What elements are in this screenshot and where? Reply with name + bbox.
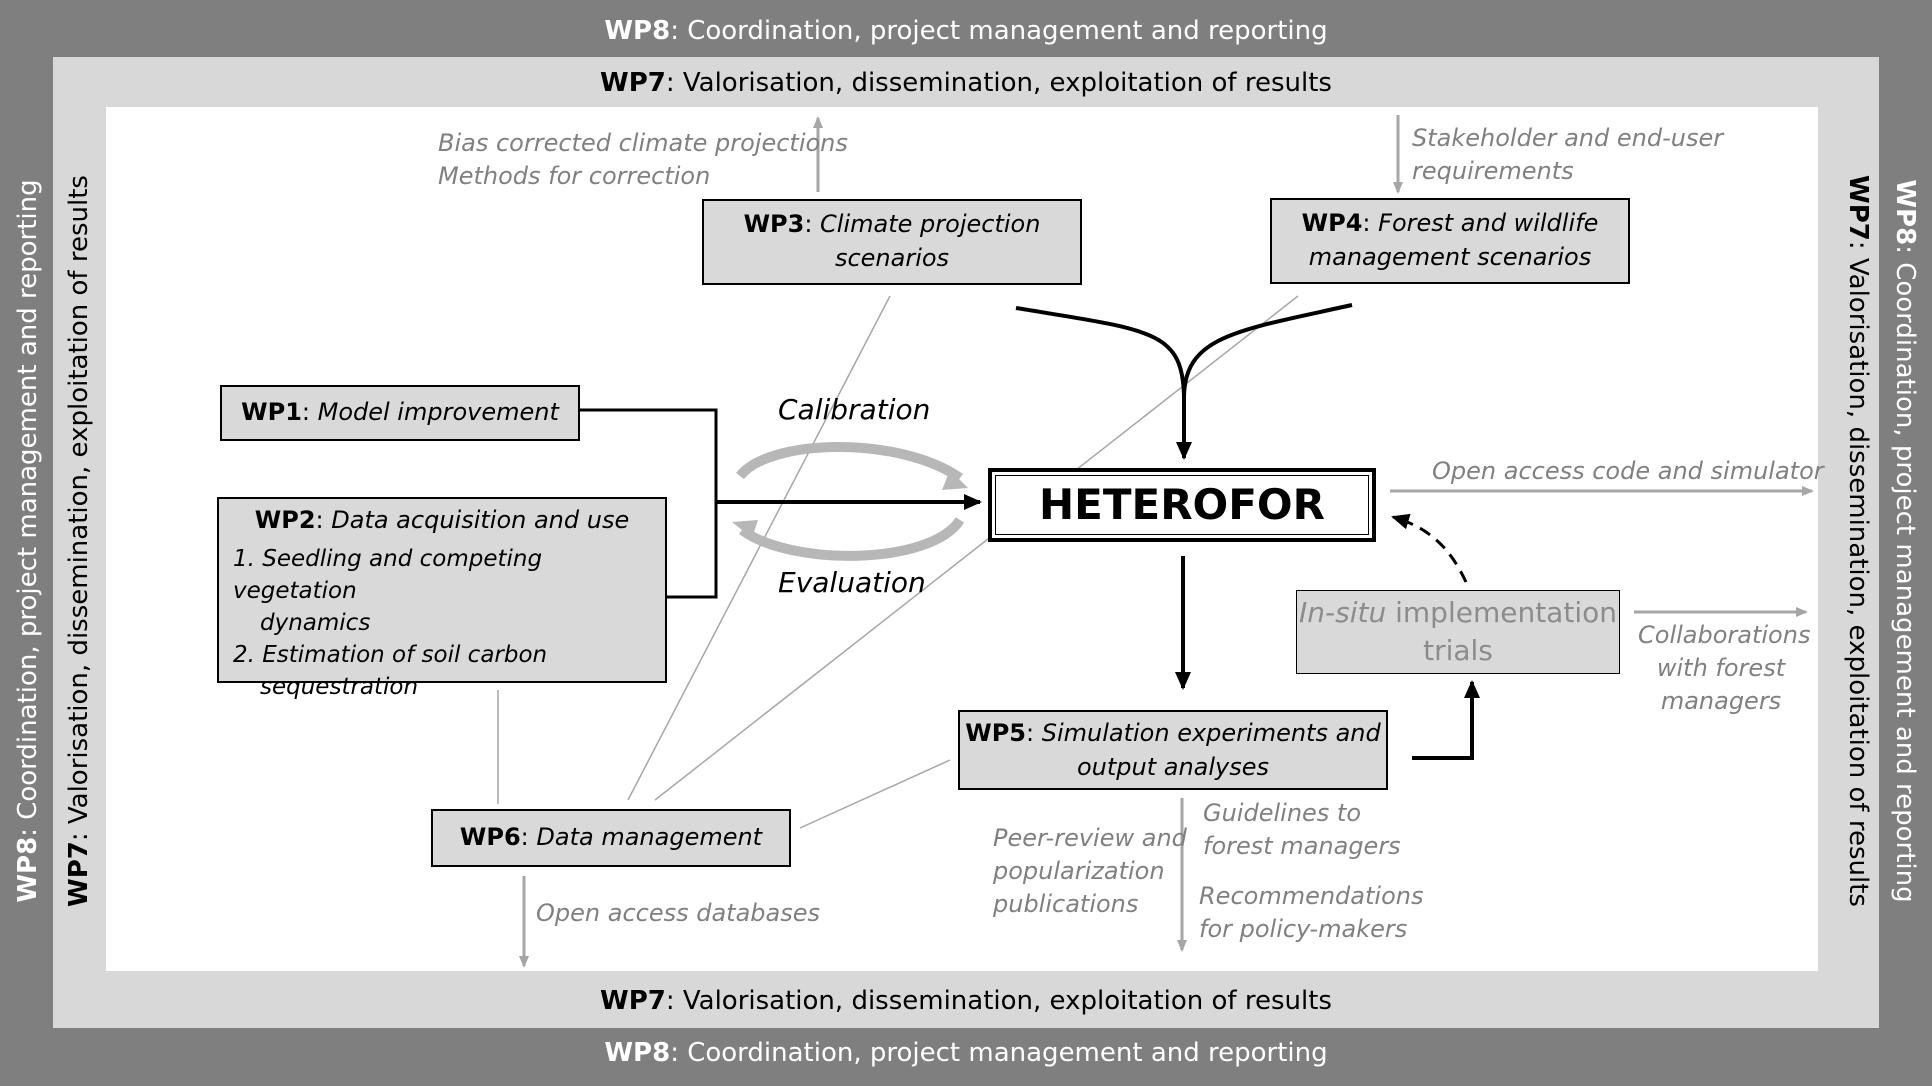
evaluation-arc (739, 516, 965, 561)
calibration-arrowhead (942, 470, 968, 490)
calibration-arc (736, 442, 963, 483)
wp3-box: WP3: Climate projection scenarios (702, 199, 1082, 285)
wp1-box: WP1: Model improvement (220, 385, 580, 441)
wp6-wp4-line (654, 295, 1299, 801)
wp6-box: WP6: Data management (431, 809, 791, 867)
wp1-connector (580, 408, 718, 502)
wp7-top-band: WP7: Valorisation, dissemination, exploi… (600, 68, 1332, 98)
evaluation-label: Evaluation (778, 566, 926, 599)
wp4-merge-curve (1182, 303, 1353, 396)
wp2-box: WP2: Data acquisition and use 1. Seedlin… (217, 497, 667, 700)
wp6-wp3-line (627, 295, 891, 801)
open-code-label: Open access code and simulator (1432, 457, 1824, 485)
evaluation-arrowhead (732, 520, 758, 538)
heterofor-title: HETEROFOR (1039, 480, 1325, 529)
insitu-box: In-situ implementation trials (1296, 590, 1620, 674)
wp3-merge-curve (1015, 306, 1186, 396)
wp8-bottom-band: WP8: Coordination, project management an… (604, 1038, 1328, 1068)
wp5-insitu-arrow (1412, 680, 1480, 760)
calibration-label: Calibration (778, 393, 931, 426)
wp5-box: WP5: Simulation experiments and output a… (958, 710, 1388, 790)
open-db-label: Open access databases (536, 899, 821, 927)
wp2-item-2: 2. Estimation of soil carbon (233, 642, 548, 668)
wp7-bottom-band: WP7: Valorisation, dissemination, exploi… (600, 986, 1332, 1016)
wp2-connector (666, 502, 718, 599)
wp2-item-2-cont: sequestration (260, 674, 419, 700)
heterofor-box: HETEROFOR (988, 468, 1376, 542)
wp4-box: WP4: Forest and wildlife management scen… (1270, 198, 1630, 284)
wp6-wp5-line (799, 759, 951, 829)
wp8-top-band: WP8: Coordination, project management an… (604, 16, 1328, 46)
wp2-item-1-cont: dynamics (260, 610, 371, 636)
wp2-item-1: 1. Seedling and competing vegetation (233, 546, 543, 604)
insitu-feedback-arrow (1391, 513, 1468, 583)
